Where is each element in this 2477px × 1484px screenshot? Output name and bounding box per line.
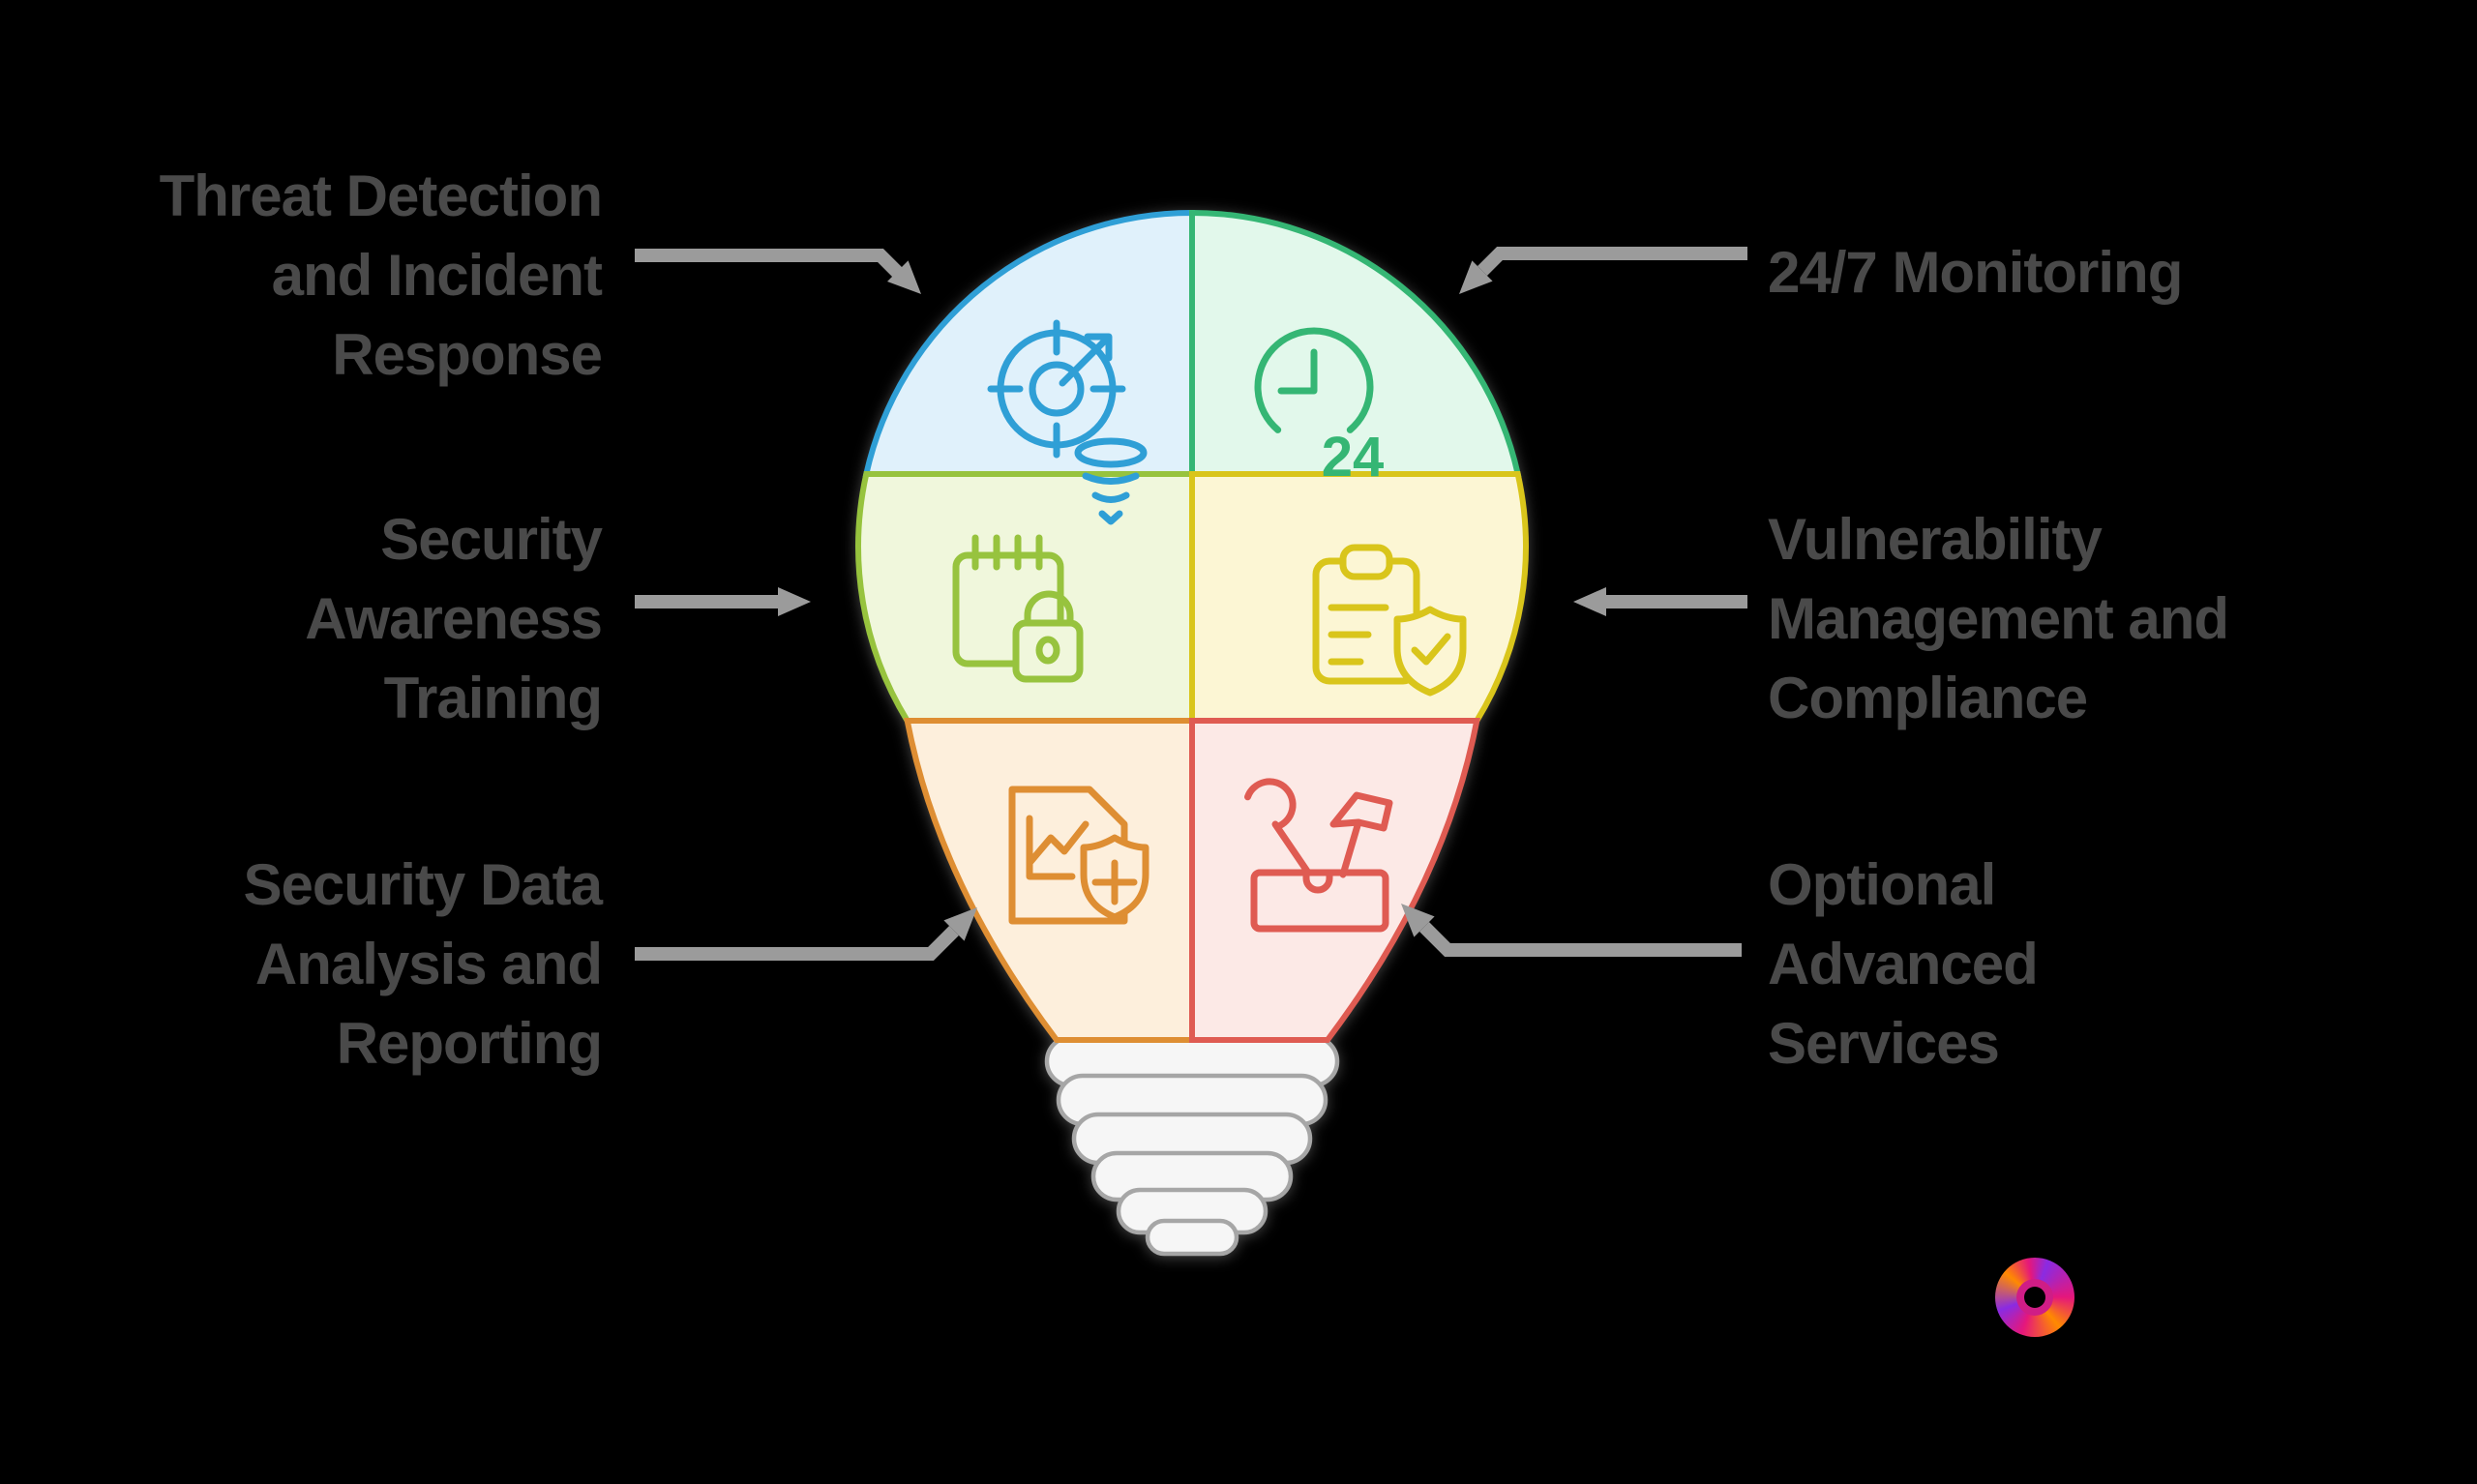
arrowhead-icon — [1459, 260, 1493, 294]
label-threat-detection: Threat Detection and Incident Response — [159, 157, 603, 395]
segment-24-7-monitoring — [1189, 209, 1522, 477]
label-line: Management and — [1768, 586, 2229, 651]
label-line: and Incident — [271, 243, 603, 308]
label-vulnerability-compliance: Vulnerability Management and Compliance — [1768, 500, 2229, 738]
label-line: Services — [1768, 1011, 2000, 1076]
radar-target-icon — [987, 319, 1148, 525]
screw-thread — [1145, 1218, 1239, 1257]
label-line: Compliance — [1768, 666, 2088, 730]
label-line: Optional — [1768, 852, 1996, 917]
label-line: Awareness — [305, 586, 603, 651]
arrowhead-icon — [1401, 904, 1435, 937]
toolbox-icon — [1244, 778, 1393, 933]
label-security-awareness: Security Awareness Training — [305, 500, 603, 738]
label-line: Analysis and — [254, 932, 603, 996]
connector-arrow-top-right — [1459, 247, 1747, 294]
label-line: Response — [332, 322, 603, 387]
segment-security-awareness — [855, 471, 1195, 724]
connector-arrow-middle-left — [635, 587, 811, 616]
connector-arrow-bottom-left — [635, 907, 977, 961]
connector-arrow-middle-right — [1573, 587, 1747, 616]
connector-arrow-bottom-right — [1401, 904, 1742, 957]
segment-advanced-services — [1189, 718, 1480, 1043]
segment-data-analysis — [904, 718, 1195, 1043]
swirl-brand-logo-icon — [1995, 1258, 2074, 1337]
label-line: Security Data — [243, 852, 603, 917]
label-line: Threat Detection — [159, 163, 603, 228]
arrowhead-icon — [778, 587, 811, 616]
label-line: Vulnerability — [1768, 507, 2103, 572]
label-line: 24/7 Monitoring — [1768, 240, 2183, 305]
label-line: Training — [383, 666, 603, 730]
arrowhead-icon — [943, 907, 977, 941]
label-line: Reporting — [336, 1011, 603, 1076]
document-chart-shield-icon — [1008, 786, 1149, 925]
label-line: Advanced — [1768, 932, 2039, 996]
label-advanced-services: Optional Advanced Services — [1768, 846, 2039, 1083]
label-line: Security — [380, 507, 603, 572]
notepad-lock-icon — [952, 534, 1084, 683]
bulb-screw-base — [1044, 1034, 1340, 1257]
clock-24-text: 24 — [1322, 426, 1385, 489]
connector-arrow-top-left — [635, 249, 921, 294]
lightbulb: 24 — [855, 209, 1529, 1257]
arrowhead-icon — [887, 260, 921, 294]
clock-24-icon: 24 — [1254, 327, 1385, 489]
label-24-7-monitoring: 24/7 Monitoring — [1768, 233, 2183, 312]
arrowhead-icon — [1573, 587, 1606, 616]
label-data-analysis: Security Data Analysis and Reporting — [244, 846, 603, 1083]
clipboard-shield-check-icon — [1312, 544, 1467, 697]
